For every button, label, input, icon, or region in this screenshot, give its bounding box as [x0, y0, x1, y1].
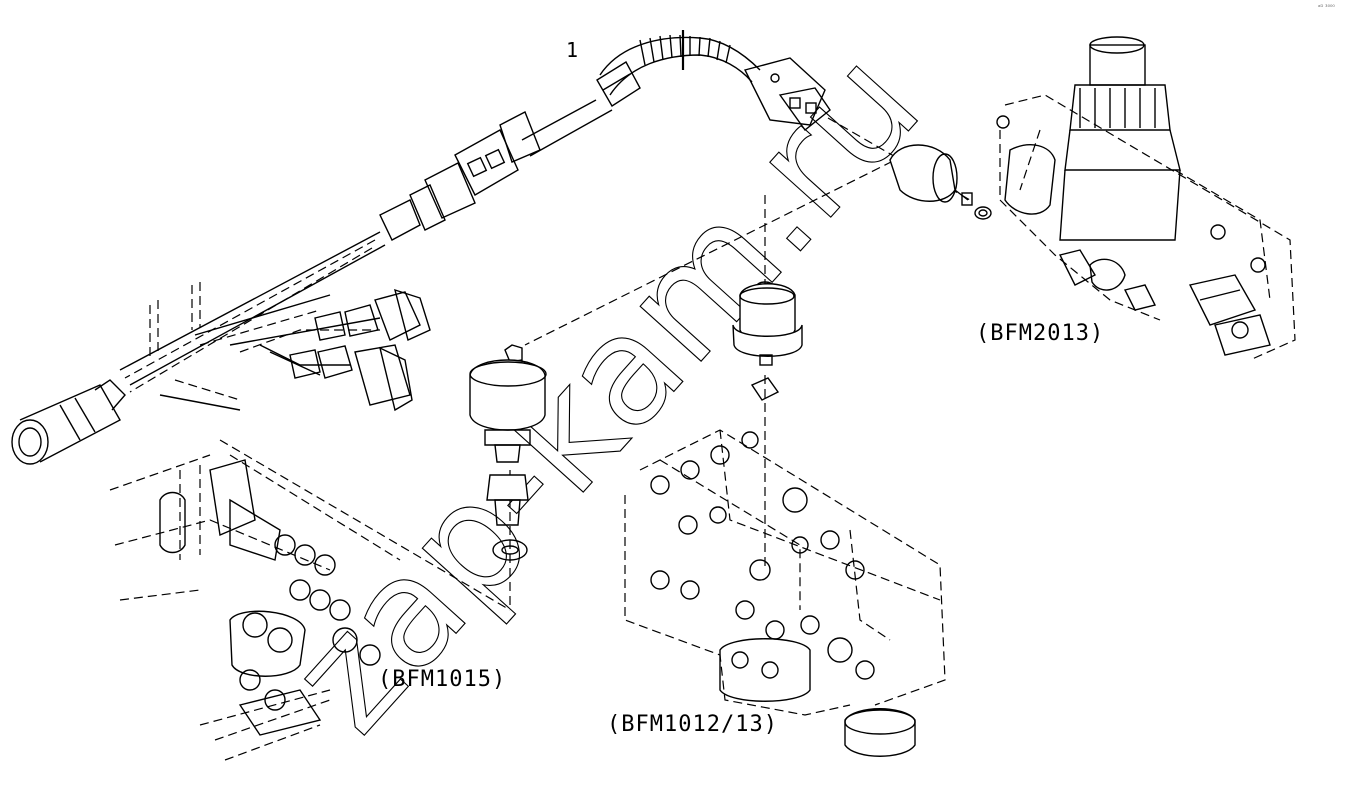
bfm1012-block: [624, 429, 946, 757]
label-bfm1015: (BFM1015): [378, 667, 507, 692]
watermark: zap-kam.ru: [257, 18, 954, 765]
watermark-text: zap-kam.ru: [257, 18, 953, 764]
corner-mark: ᵃᴰ ³⁰⁰⁰: [1318, 4, 1335, 11]
bfm1015-block: [109, 439, 511, 761]
bfm1015-sender: [469, 344, 547, 561]
label-bfm2013: (BFM2013): [976, 321, 1105, 346]
bfm2013-assembly: [889, 36, 1296, 361]
label-bfm1012: (BFM1012/13): [607, 712, 778, 737]
part-number-1: 1: [566, 38, 580, 62]
wiring-harness: [11, 30, 831, 465]
bfm1012-sender: [732, 281, 803, 401]
